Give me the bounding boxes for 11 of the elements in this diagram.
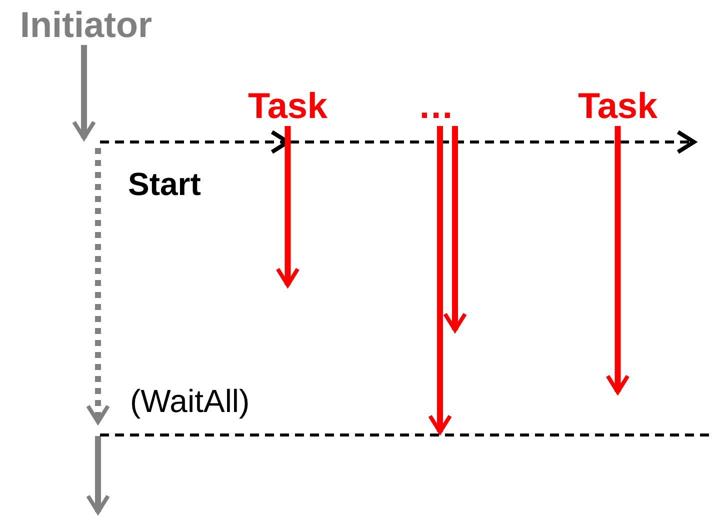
task-label: Task <box>248 86 328 126</box>
start-label: Start <box>128 166 201 202</box>
task-label: Task <box>578 86 658 126</box>
waitall-label: (WaitAll) <box>130 383 250 419</box>
arrow <box>428 126 452 434</box>
arrow <box>606 126 630 394</box>
arrow <box>443 126 467 332</box>
arrow <box>276 126 300 287</box>
lane-title: Initiator <box>20 5 152 45</box>
ellipsis-label: … <box>418 86 454 126</box>
arrow <box>72 45 96 140</box>
